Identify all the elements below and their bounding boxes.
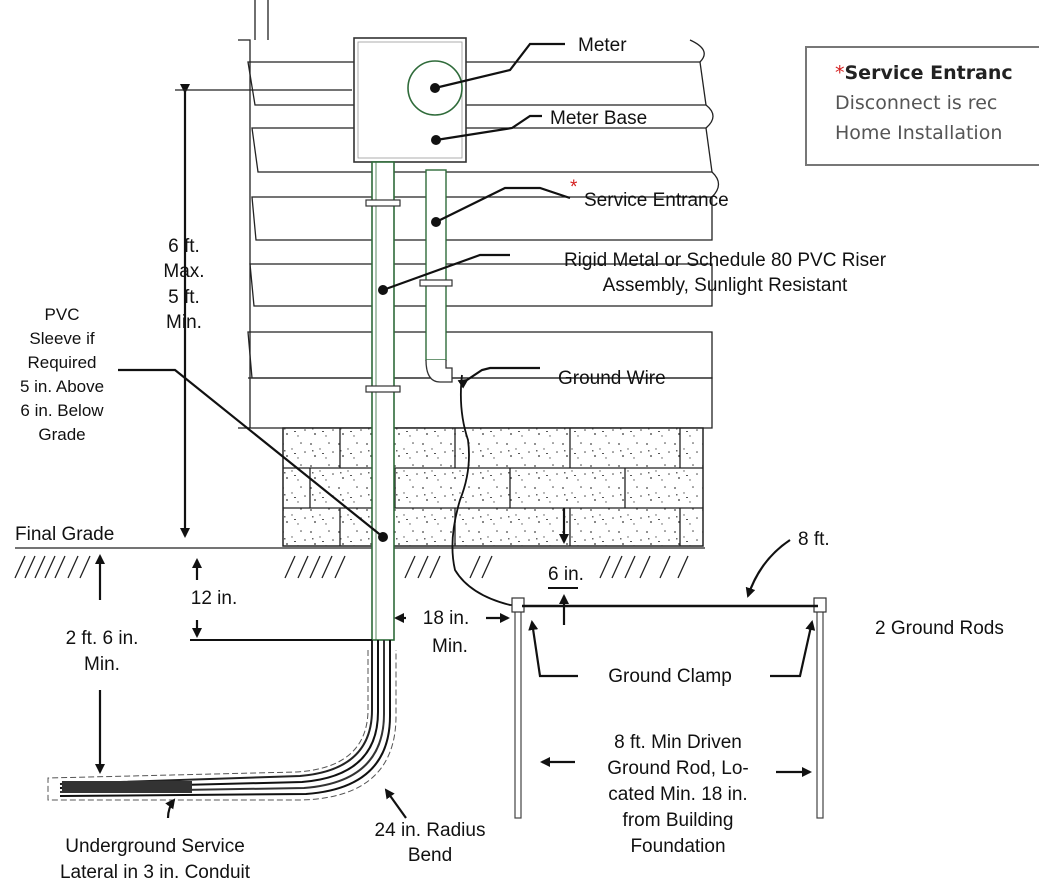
- service-entrance-note: *Service Entranc Disconnect is rec Home …: [805, 46, 1039, 166]
- pvc-label-line1: PVC: [45, 305, 80, 324]
- eighteen-in-label-line1: 18 in.: [423, 608, 469, 629]
- pvc-label-line2: Sleeve if: [29, 329, 94, 348]
- rod-label-line2: Ground Rod, Lo-: [607, 758, 749, 779]
- lateral-label-line1: Underground Service: [65, 836, 245, 857]
- rod-label-line5: Foundation: [630, 836, 725, 857]
- eighteen-in-label-line2: Min.: [432, 636, 468, 657]
- eight-ft-label: 8 ft.: [798, 529, 830, 550]
- meter-label: Meter: [578, 35, 627, 56]
- grade-line: [14, 547, 705, 579]
- ground-wire: [451, 374, 522, 606]
- ground-rod-right: [813, 597, 827, 819]
- rod-label-line3: cated Min. 18 in.: [608, 784, 747, 805]
- final-grade-label: Final Grade: [15, 524, 114, 545]
- pvc-label-line6: Grade: [38, 425, 85, 444]
- rod-label-line1: 8 ft. Min Driven: [614, 732, 742, 753]
- riser-label-line1: Rigid Metal or Schedule 80 PVC Riser: [564, 250, 887, 271]
- underground-conductors: [47, 640, 397, 801]
- pvc-label-line4: 5 in. Above: [20, 377, 104, 396]
- height-label-line1: 6 ft.: [168, 236, 200, 257]
- service-entrance-conduit: [419, 169, 453, 383]
- pvc-label-line3: Required: [28, 353, 97, 372]
- ground-wire-label: Ground Wire: [558, 368, 666, 389]
- note-title: Service Entranc: [844, 62, 1013, 84]
- height-label-line2: Max.: [163, 261, 204, 282]
- depth-label-line1: 2 ft. 6 in.: [66, 628, 139, 649]
- six-in-label: 6 in.: [548, 564, 584, 585]
- pvc-label-line5: 6 in. Below: [20, 401, 104, 420]
- foundation-blocks: [282, 427, 704, 547]
- rod-label-line4: from Building: [623, 810, 734, 831]
- depth-label-line2: Min.: [84, 654, 120, 675]
- pvc-sleeve-label: PVC Sleeve if Required 5 in. Above 6 in.…: [20, 305, 104, 444]
- note-line-2: Home Installation: [835, 122, 1003, 144]
- ground-rod-left: [511, 597, 525, 819]
- height-label-line4: Min.: [166, 312, 202, 333]
- radius-label-line2: Bend: [408, 845, 452, 866]
- note-asterisk: *: [835, 62, 845, 84]
- meter-base-box: [353, 37, 467, 163]
- service-entrance-label: Service Entrance: [584, 190, 729, 211]
- meter-base-label: Meter Base: [550, 108, 647, 129]
- lateral-label-line2: Lateral in 3 in. Conduit: [60, 862, 251, 883]
- leader-lines: [95, 42, 816, 819]
- house-siding: [238, 0, 720, 429]
- meter-icon: [407, 60, 463, 116]
- radius-label-line1: 24 in. Radius: [375, 820, 486, 841]
- height-label-line3: 5 ft.: [168, 287, 200, 308]
- riser-conduit: [365, 161, 401, 641]
- twelve-in-label: 12 in.: [191, 588, 237, 609]
- note-line-1: Disconnect is rec: [835, 92, 998, 114]
- riser-label-line2: Assembly, Sunlight Resistant: [603, 275, 848, 296]
- two-ground-rods-label: 2 Ground Rods: [875, 618, 1004, 639]
- ground-clamp-label: Ground Clamp: [608, 666, 732, 687]
- service-entrance-asterisk: *: [570, 177, 578, 198]
